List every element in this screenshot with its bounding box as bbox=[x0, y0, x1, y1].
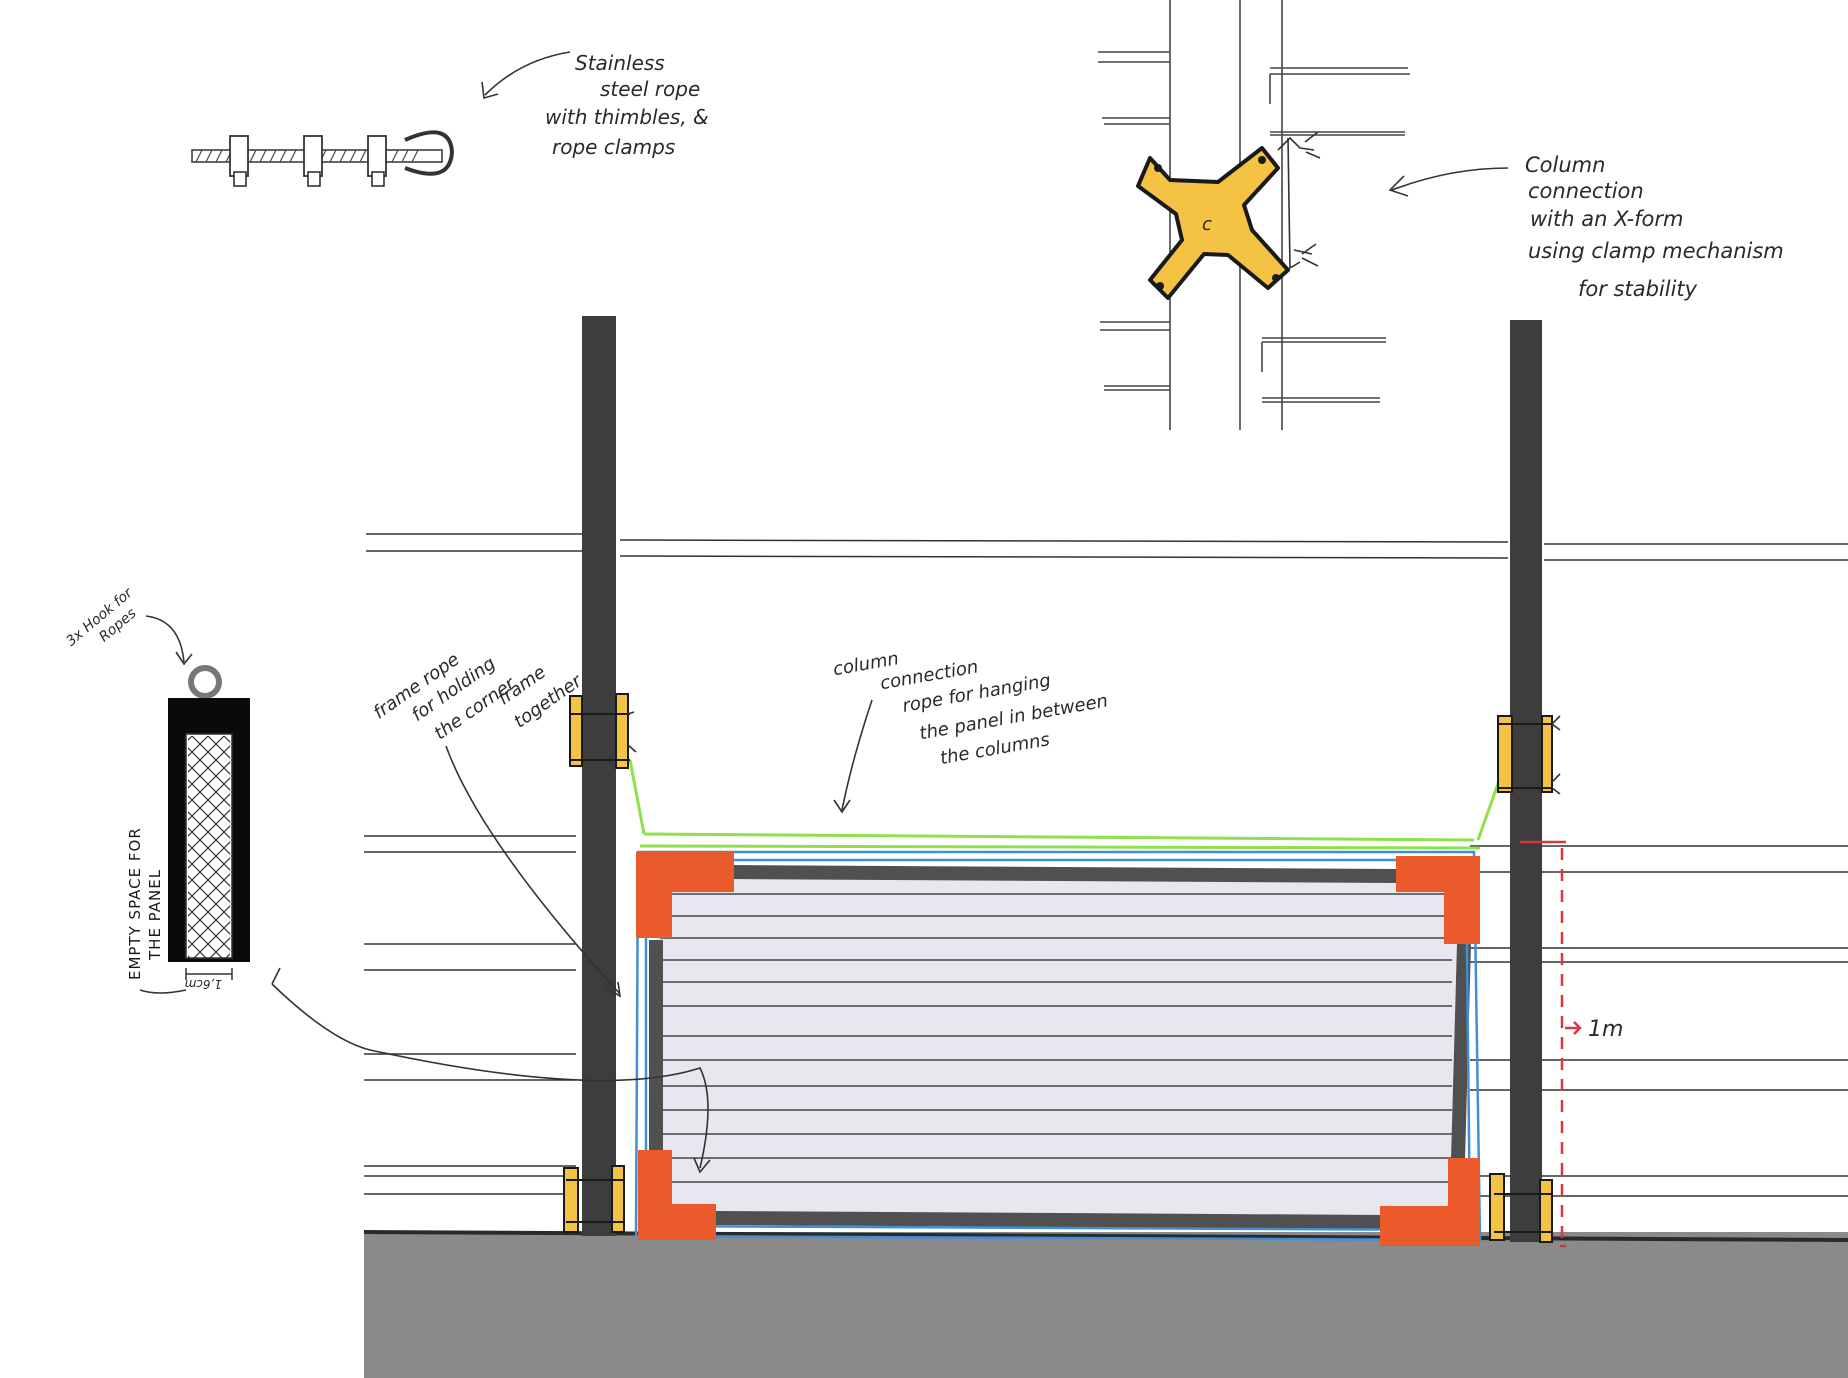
steel-rope-illustration bbox=[191, 130, 455, 187]
column-clamp-left-top bbox=[569, 693, 637, 769]
left-column bbox=[582, 316, 616, 1236]
empty-space-pointer-arrow bbox=[271, 983, 709, 1169]
corner-bracket-bottom-left bbox=[638, 1150, 716, 1240]
frame-rope-pointer-arrow bbox=[445, 745, 621, 995]
hanging-rope bbox=[628, 759, 1502, 850]
empty-space-pointer-tail bbox=[271, 967, 281, 985]
hanging-rope-annotation: column connection rope for hanging the p… bbox=[831, 613, 1120, 785]
hanging-rope-arrow-head bbox=[833, 799, 851, 814]
empty-space-pointer-arrow-head bbox=[693, 1157, 711, 1174]
rope-clamp bbox=[303, 135, 323, 187]
corner-bracket-top-right bbox=[1396, 856, 1480, 944]
height-dimension bbox=[1520, 840, 1582, 1248]
ground bbox=[364, 1232, 1848, 1378]
right-column bbox=[1510, 320, 1542, 1242]
frame-rope-annotation: frame rope for holding the corner frame … bbox=[370, 598, 587, 796]
rope-annotation: Stainless steel rope with thimbles, & ro… bbox=[545, 51, 715, 159]
panel-frame bbox=[649, 865, 1471, 1229]
x-connection-arrow-head bbox=[1388, 175, 1409, 197]
empty-space-annotation: EMPTY SPACE FOR THE PANEL bbox=[126, 821, 164, 980]
x-connection-annotation: Column connection with an X-form using c… bbox=[1525, 153, 1790, 301]
hook-arrow bbox=[145, 615, 185, 663]
frame-rope-arrow-head bbox=[605, 981, 622, 998]
height-label: 1m bbox=[1588, 1017, 1623, 1042]
rope-clamp bbox=[229, 135, 249, 187]
x-connection-detail: c bbox=[1098, 0, 1410, 430]
hook-annotation: 3x Hook for Ropes bbox=[63, 582, 150, 663]
panel bbox=[649, 865, 1471, 1229]
column-clamp-right-bottom bbox=[1489, 1173, 1553, 1243]
column-clamp-right-top bbox=[1497, 715, 1561, 795]
column-clamp-left-bottom bbox=[563, 1165, 625, 1233]
rope-pointer-arrow bbox=[484, 51, 571, 96]
x-clamp bbox=[1136, 146, 1290, 300]
corner-bracket-bottom-right bbox=[1380, 1158, 1480, 1246]
hanging-rope-pointer-arrow bbox=[841, 699, 873, 811]
hook-arrow-head bbox=[175, 651, 193, 666]
x-connection-pointer-arrow bbox=[1391, 167, 1509, 191]
x-clamp-letter: c bbox=[1202, 214, 1212, 235]
corner-bracket-top-left bbox=[636, 852, 734, 938]
hook-detail bbox=[168, 665, 250, 980]
rope-arrow-head bbox=[481, 81, 499, 100]
empty-space-arrow bbox=[139, 989, 187, 994]
width-label: 1,6cm bbox=[185, 977, 222, 991]
rope-clamp bbox=[367, 135, 387, 187]
